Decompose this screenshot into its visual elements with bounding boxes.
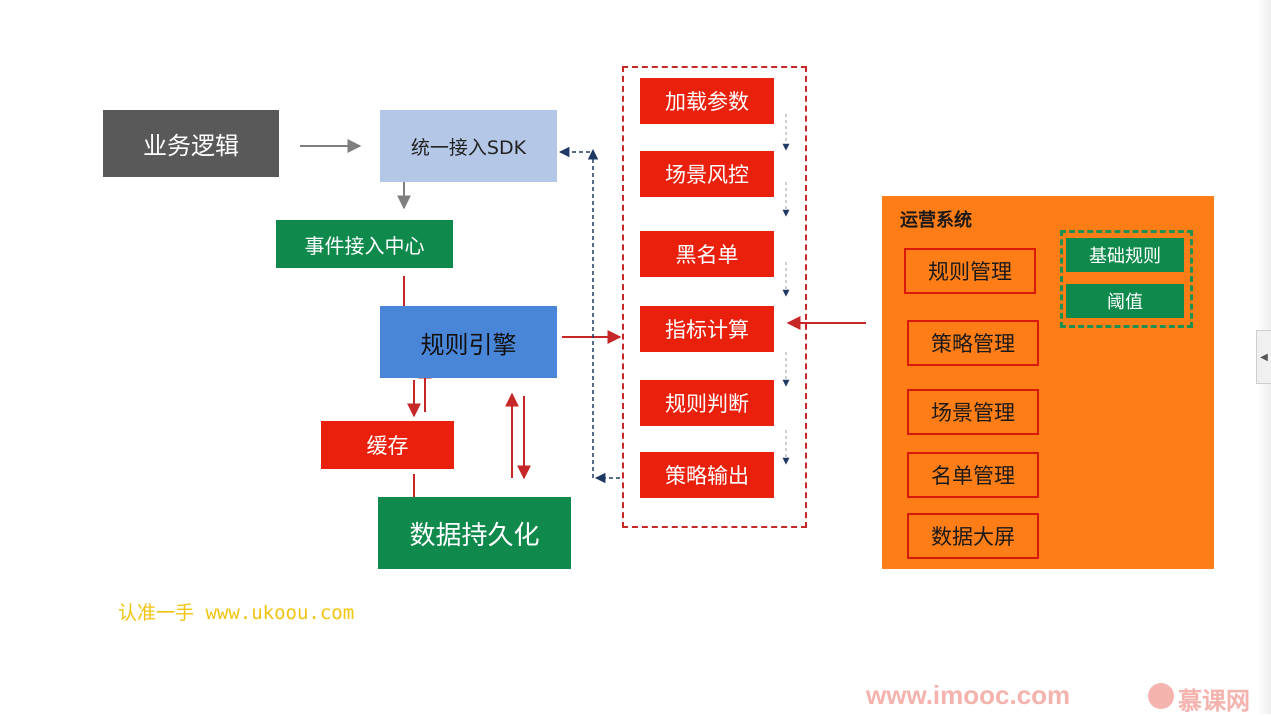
side-collapse-tab[interactable]: ◀	[1256, 330, 1271, 384]
step-load-params: 加载参数	[640, 78, 774, 124]
rule-engine-box: 规则引擎	[380, 306, 557, 378]
step-scene-risk: 场景风控	[640, 151, 774, 197]
ops-rule-management: 规则管理	[904, 248, 1036, 294]
watermark-ukoou: 认准一手 www.ukoou.com	[118, 602, 355, 624]
threshold-box: 阈值	[1066, 284, 1184, 318]
basic-rule-box: 基础规则	[1066, 238, 1184, 272]
step-rule-judge: 规则判断	[640, 380, 774, 426]
step-indicator-calc: 指标计算	[640, 306, 774, 352]
step-strategy-output: 策略输出	[640, 452, 774, 498]
persistence-box: 数据持久化	[378, 497, 571, 569]
chevron-left-icon: ◀	[1260, 351, 1268, 363]
sdk-box: 统一接入SDK	[380, 110, 557, 182]
ops-system-title: 运营系统	[900, 210, 972, 231]
business-logic-box: 业务逻辑	[103, 110, 279, 177]
step-blacklist: 黑名单	[640, 231, 774, 277]
cache-box: 缓存	[321, 421, 454, 469]
imooc-logo-icon	[1148, 683, 1174, 709]
ops-list-management: 名单管理	[907, 452, 1039, 498]
watermark-imooc-url: www.imooc.com	[866, 680, 1071, 710]
ops-scene-management: 场景管理	[907, 389, 1039, 435]
pipeline-container	[622, 66, 807, 528]
ops-strategy-management: 策略管理	[907, 320, 1039, 366]
ops-data-dashboard: 数据大屏	[907, 513, 1039, 559]
event-center-box: 事件接入中心	[276, 220, 453, 268]
watermark-imooc-logo: 慕课网	[1178, 687, 1250, 715]
rule-sub-container	[1060, 230, 1193, 328]
